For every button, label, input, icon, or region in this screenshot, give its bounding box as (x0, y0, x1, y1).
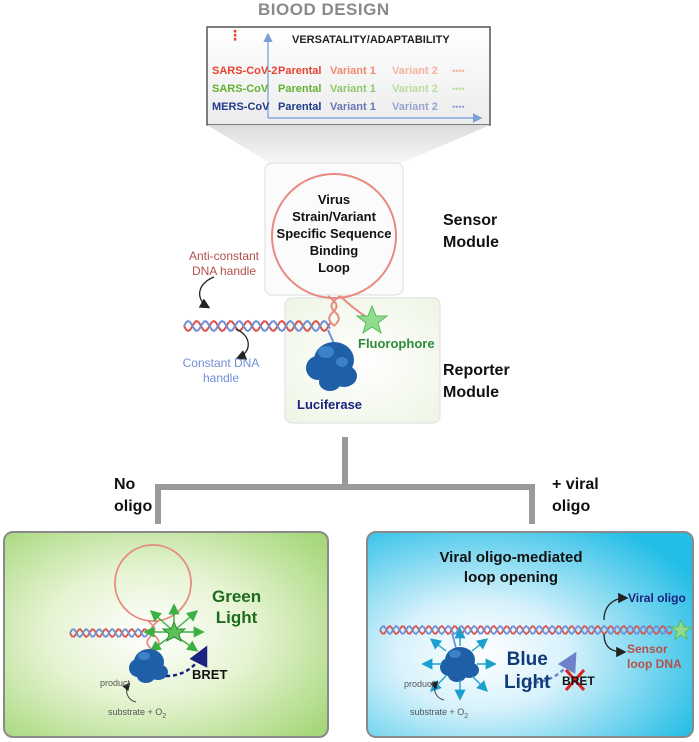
sensor-module-box (264, 162, 404, 296)
no-oligo-panel (3, 531, 329, 738)
sensor-dna-line-1: Sensor (627, 642, 668, 656)
cell-sars-cov-2-variant-1: Variant 1 (330, 65, 376, 77)
anti-constant-line-1: Anti-constant (188, 249, 260, 263)
table-box (206, 26, 491, 126)
anti-constant-arrow (198, 276, 215, 309)
left-fluorophore-star (161, 620, 187, 643)
loop-line-1: Virus (317, 192, 351, 207)
table-header: VERSATALITY/ADAPTABILITY (292, 34, 450, 46)
right-luciferase-linker (451, 632, 457, 649)
table-row-ellipses: •••• •••• •••• (452, 66, 465, 112)
sensor-loop (271, 173, 397, 299)
cell-sars-cov-2-parental: Parental (278, 65, 322, 77)
branch-left-2: oligo (114, 498, 153, 515)
more-rows-dots: ⋮ (228, 27, 242, 43)
right-title-line-1: Viral oligo-mediated (439, 549, 583, 566)
cell-sars-cov-parental: Parental (278, 83, 322, 95)
green-light-label: Green Light (212, 586, 261, 628)
reporter-label-1: Reporter (443, 362, 510, 379)
viral-oligo-panel (366, 531, 694, 738)
left-substrate-label: substrate + O2 (108, 707, 166, 720)
ellipsis-row-3: •••• (452, 102, 465, 112)
loop-stem-b (330, 295, 341, 327)
left-substrate-subscript: 2 (162, 712, 167, 720)
constant-handle-label: Constant DNA handle (176, 356, 266, 386)
cell-mers-cov-parental: Parental (278, 101, 322, 113)
right-product-label: product (404, 679, 435, 689)
cell-mers-cov-variant-1: Variant 1 (330, 101, 376, 113)
reporter-module-box (284, 297, 441, 424)
blue-emission-arrows (421, 627, 497, 701)
luciferase-protein (306, 342, 357, 391)
loop-line-5: Loop (318, 260, 350, 275)
right-bret-arrow (527, 651, 577, 685)
right-substrate-subscript: 2 (464, 712, 469, 720)
viral-oligo-arrow (603, 592, 629, 621)
reporter-module-label: Reporter Module (443, 360, 510, 404)
reporter-label-2: Module (443, 384, 499, 401)
blue-light-label: Blue Light (504, 648, 550, 694)
green-light-line-2: Light (215, 608, 258, 627)
branch-left-1: No (114, 476, 136, 493)
left-luciferase (129, 649, 168, 683)
right-substrate-label: substrate + O2 (410, 707, 468, 720)
sensor-dna-line-2: loop DNA (627, 657, 682, 671)
right-substrate-arrow (430, 680, 445, 701)
left-bret-label: BRET (192, 667, 228, 682)
right-title-line-2: loop opening (463, 569, 559, 586)
left-dna-helix (69, 627, 149, 639)
constant-arrow (235, 328, 249, 360)
loop-line-2: Strain/Variant (292, 209, 376, 224)
loop-description: Virus Strain/Variant Specific Sequence B… (274, 191, 394, 276)
fluorophore-star (355, 304, 389, 335)
cell-sars-cov-variant-1: Variant 1 (330, 83, 376, 95)
right-dna-helix (379, 624, 673, 636)
fluorophore-label: Fluorophore (358, 336, 435, 351)
left-bret-arrow (165, 645, 208, 678)
bret-blocked-x (564, 668, 586, 692)
constant-line-1: Constant DNA (182, 356, 260, 370)
sensor-label-1: Sensor (443, 212, 498, 229)
virus-sars-cov: SARS-CoV (212, 83, 269, 95)
luciferase-label: Luciferase (297, 397, 363, 412)
cell-sars-cov-2-variant-2: Variant 2 (392, 65, 438, 77)
cell-mers-cov-variant-2: Variant 2 (392, 101, 438, 113)
no-oligo-branch-label: No oligo (114, 474, 152, 518)
sensor-dna-arrow (603, 633, 627, 658)
right-fluorophore-star (669, 618, 693, 641)
virus-mers-cov: MERS-CoV (212, 101, 270, 113)
cell-sars-cov-variant-2: Variant 2 (392, 83, 438, 95)
loop-line-4: Binding (309, 243, 359, 258)
figure-title: BIOOD DESIGN (258, 0, 390, 19)
viral-oligo-label: Viral oligo (628, 591, 686, 605)
right-panel-title: Viral oligo-mediated loop opening (432, 548, 590, 588)
right-substrate-text: substrate + O (410, 707, 465, 717)
left-substrate-arrow (122, 682, 137, 703)
ellipsis-row-2: •••• (452, 84, 465, 94)
loop-line-3: Specific Sequence (276, 226, 392, 241)
green-light-line-1: Green (212, 587, 262, 606)
constant-line-2: handle (202, 371, 240, 385)
blue-light-line-1: Blue (506, 649, 548, 670)
funnel-shape (207, 125, 490, 163)
left-product-label: product (100, 678, 131, 688)
anti-constant-line-2: DNA handle (191, 264, 257, 278)
anti-constant-handle-label: Anti-constant DNA handle (176, 249, 272, 279)
blue-light-line-2: Light (504, 672, 551, 693)
branch-right-1: + viral (552, 476, 599, 493)
dna-helix-top (183, 319, 331, 333)
ellipsis-row-1: •••• (452, 66, 465, 76)
sensor-module-label: Sensor Module (443, 210, 499, 254)
viral-oligo-branch-label: + viral oligo (552, 474, 599, 518)
branch-right-2: oligo (552, 498, 591, 515)
sensor-label-2: Module (443, 234, 499, 251)
right-bret-label: BRET (562, 674, 595, 688)
virus-sars-cov-2: SARS-CoV-2 (212, 65, 278, 77)
sensor-loop-dna-label: Sensor loop DNA (627, 642, 682, 672)
right-luciferase (440, 647, 479, 682)
left-substrate-text: substrate + O (108, 707, 163, 717)
